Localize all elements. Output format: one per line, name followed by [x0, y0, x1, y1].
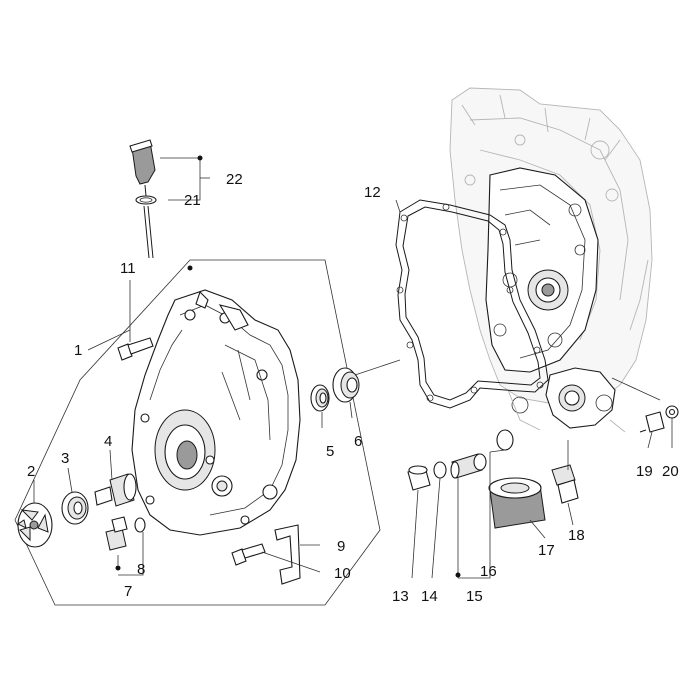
callout-6: 6 — [354, 433, 362, 450]
bolt-11 — [117, 337, 154, 361]
callout-18: 18 — [568, 527, 585, 544]
callout-8: 8 — [137, 561, 145, 578]
callout-15: 15 — [466, 588, 483, 605]
callout-13: 13 — [392, 588, 409, 605]
pump-shaft — [94, 473, 137, 507]
bracket-9 — [274, 524, 301, 585]
callout-17: 17 — [538, 542, 555, 559]
callout-10: 10 — [334, 565, 351, 582]
bolt-10 — [231, 543, 266, 566]
callout-5: 5 — [326, 443, 334, 460]
side-cover — [131, 289, 301, 536]
callout-4: 4 — [104, 433, 112, 450]
washer-20 — [665, 405, 679, 419]
callout-2: 2 — [27, 463, 35, 480]
pump-seal — [61, 491, 89, 525]
callout-labels: 1 2 3 4 5 6 7 8 9 10 11 12 13 14 15 16 1… — [27, 171, 679, 605]
water-pump-impeller — [17, 502, 53, 548]
callout-11: 11 — [120, 260, 136, 277]
callout-7: 7 — [124, 583, 132, 600]
callout-21: 21 — [184, 192, 201, 209]
leader-lines — [33, 155, 673, 579]
callout-19: 19 — [636, 463, 653, 480]
callout-9: 9 — [337, 538, 345, 555]
callout-20: 20 — [662, 463, 679, 480]
filter-cap — [407, 465, 431, 491]
callout-3: 3 — [61, 450, 69, 467]
gasket — [395, 199, 549, 409]
filter-nipple — [551, 464, 579, 504]
bearing — [332, 367, 360, 403]
oil-filter — [488, 477, 546, 529]
callout-1: 1 — [74, 342, 82, 359]
callout-16: 16 — [480, 563, 497, 580]
strainer — [450, 453, 487, 479]
callout-14: 14 — [421, 588, 438, 605]
group-dot — [187, 265, 193, 271]
filter-o-ring — [433, 461, 447, 479]
filter-ring-16 — [496, 429, 514, 451]
drain-plug — [105, 516, 146, 551]
oil-seal — [310, 384, 330, 412]
engine-crankcase — [449, 87, 653, 433]
assembly-group-frame — [14, 259, 381, 606]
dipstick — [129, 139, 157, 259]
callout-12: 12 — [364, 184, 381, 201]
oil-pressure-switch — [639, 411, 665, 433]
callout-22: 22 — [226, 171, 243, 188]
